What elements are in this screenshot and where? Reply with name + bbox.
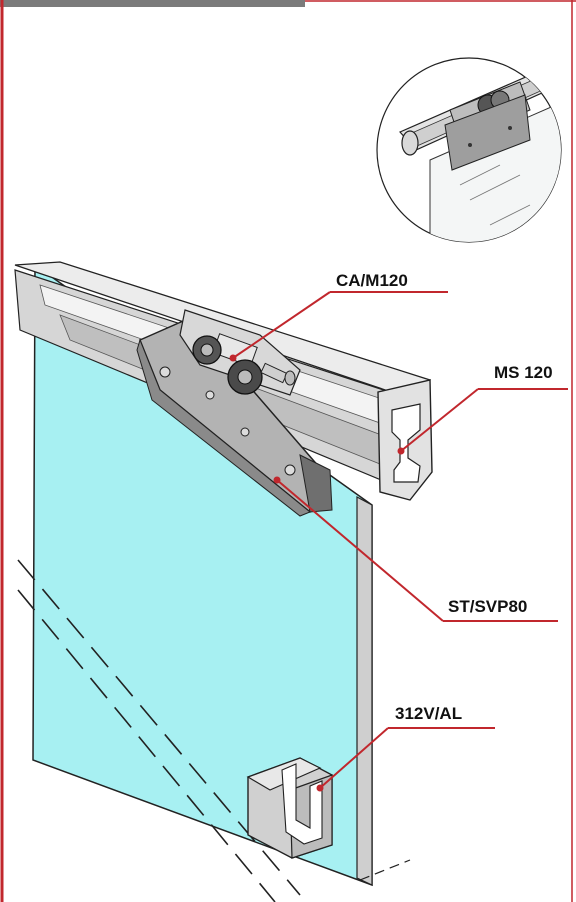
leader-rail [397,388,568,455]
label-guide: 312V/AL [395,704,463,723]
detail-circle-icon [376,57,562,243]
glass-edge [356,496,373,886]
clamp-plate [136,317,333,517]
floor-dash-1 [17,559,301,896]
label-clamp: ST/SVP80 [448,597,528,616]
label-carriage: CA/M120 [336,271,408,290]
floor-dash-2 [17,589,276,902]
floor-guide-icon [246,757,333,859]
leader-guide [316,727,495,792]
leader-clamp [273,476,558,622]
label-rail: MS 120 [494,363,553,382]
floor-dash-3 [359,859,411,881]
top-tab [0,0,305,7]
leader-carriage [229,291,448,362]
